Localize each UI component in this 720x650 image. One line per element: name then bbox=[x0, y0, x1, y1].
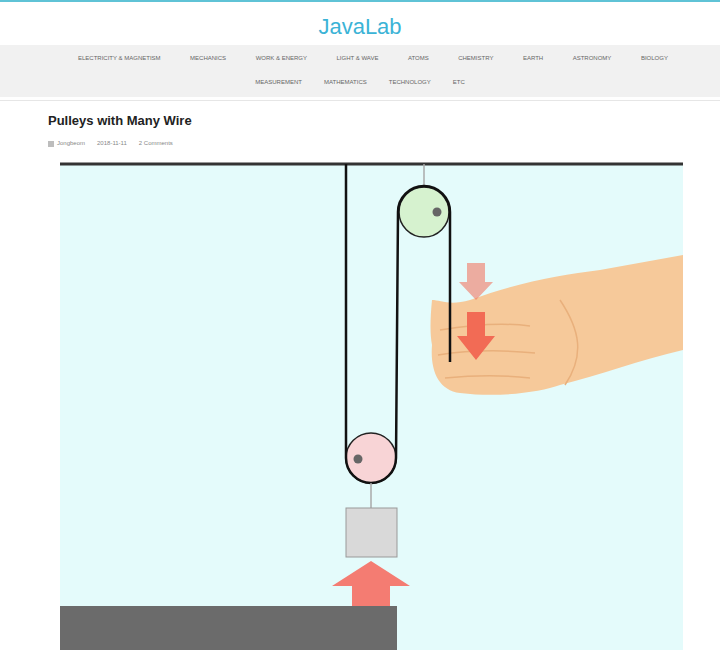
nav-item: EARTH bbox=[523, 55, 543, 61]
nav-item: ASTRONOMY bbox=[573, 55, 612, 61]
nav-item: ATOMS bbox=[408, 55, 429, 61]
post-meta: Jongbeom 2018-11-11 2 Comments bbox=[57, 140, 173, 146]
hand bbox=[431, 255, 684, 395]
ceiling bbox=[60, 163, 683, 166]
nav-item: ETC bbox=[453, 79, 465, 85]
nav-item: LIGHT & WAVE bbox=[336, 55, 378, 61]
site-logo: JavaLab bbox=[0, 14, 720, 40]
pull-arrow bbox=[457, 312, 495, 360]
header-rule bbox=[0, 100, 720, 101]
finger-lines bbox=[438, 300, 578, 385]
meta-text: Jongbeom bbox=[57, 140, 85, 146]
pulley-axle bbox=[354, 455, 363, 464]
nav-item: ELECTRICITY & MAGNETISM bbox=[78, 55, 161, 61]
nav-item: MEASUREMENT bbox=[255, 79, 302, 85]
fixed-pulley bbox=[399, 187, 449, 237]
nav-item: TECHNOLOGY bbox=[389, 79, 431, 85]
nav-item: BIOLOGY bbox=[641, 55, 668, 61]
nav-row: ELECTRICITY & MAGNETISM MECHANICS WORK & E… bbox=[78, 55, 668, 61]
normal-force-arrow bbox=[332, 561, 410, 606]
load-box bbox=[346, 508, 397, 557]
meta-icon bbox=[48, 141, 54, 147]
nav-bar bbox=[0, 45, 720, 97]
nav-item: CHEMISTRY bbox=[458, 55, 493, 61]
load-hanger bbox=[370, 483, 372, 508]
meta-text: 2 Comments bbox=[139, 140, 173, 146]
nav-item: MATHEMATICS bbox=[324, 79, 367, 85]
pull-arrow-faded bbox=[459, 263, 493, 300]
rope bbox=[346, 164, 450, 483]
floor bbox=[60, 606, 397, 650]
article-title: Pulleys with Many Wire bbox=[48, 113, 192, 128]
pulley-axle bbox=[433, 208, 442, 217]
nav-item: WORK & ENERGY bbox=[256, 55, 307, 61]
nav-item: MECHANICS bbox=[190, 55, 226, 61]
nav-row: MEASUREMENT MATHEMATICS TECHNOLOGY ETC bbox=[0, 79, 720, 85]
simulation-panel bbox=[60, 163, 683, 650]
top-rule bbox=[0, 0, 720, 2]
meta-text: 2018-11-11 bbox=[97, 140, 127, 146]
